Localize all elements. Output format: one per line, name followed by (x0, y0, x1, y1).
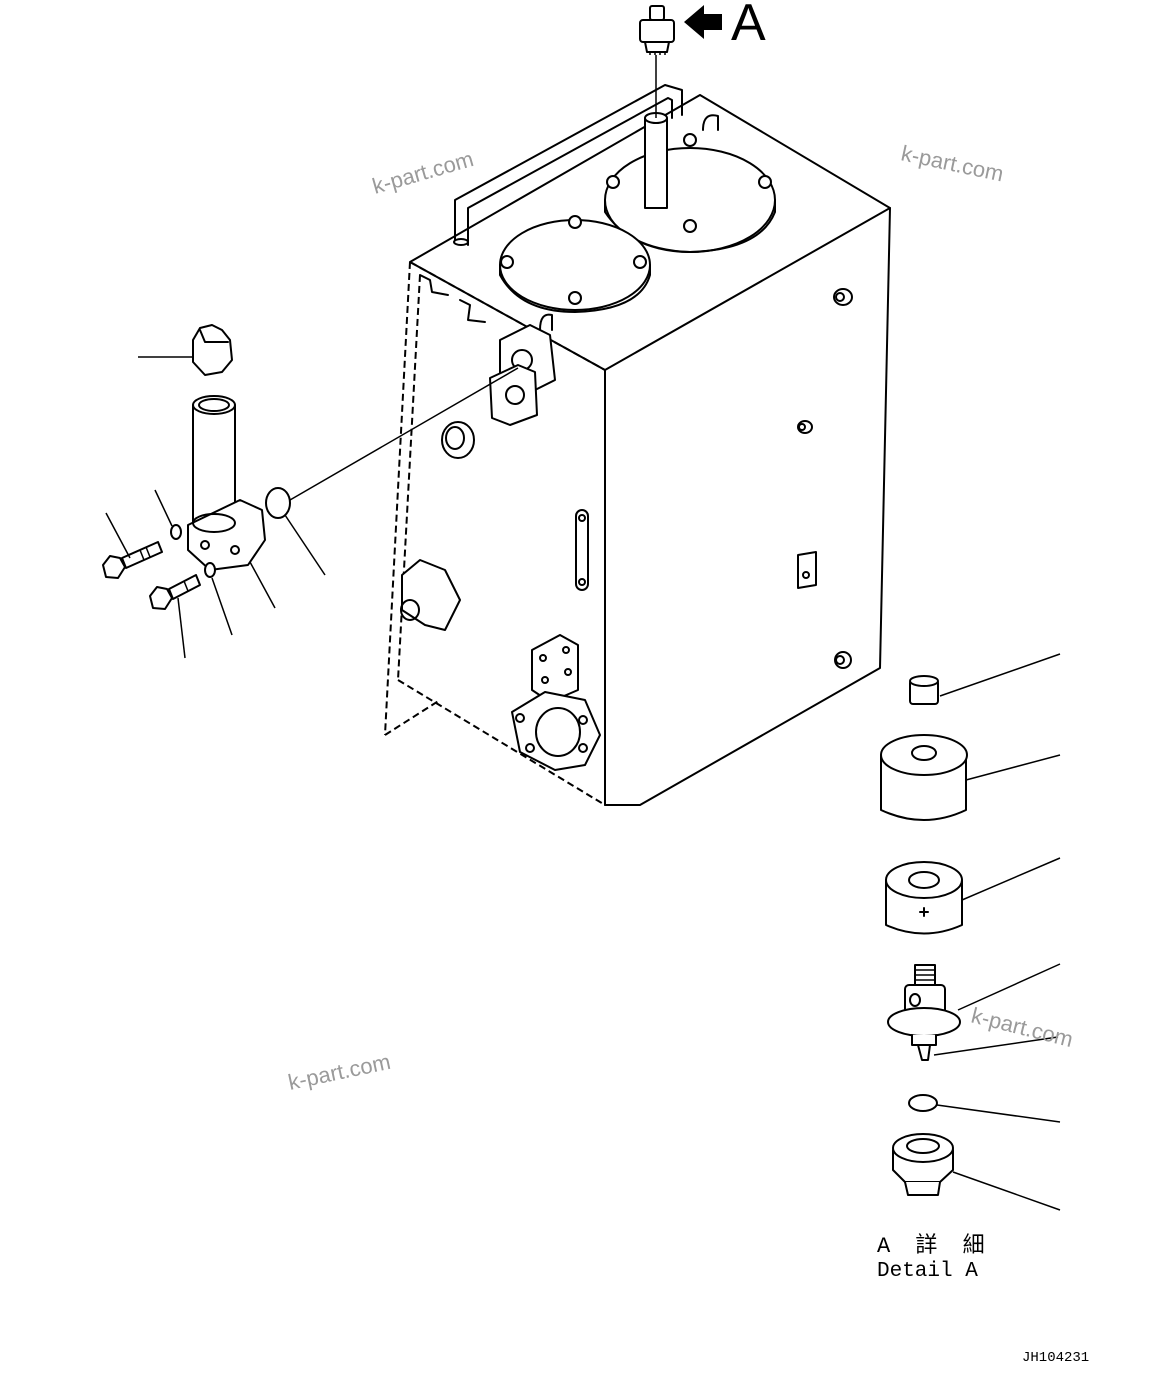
view-arrow-label: A (731, 0, 766, 52)
breather-part (639, 5, 675, 118)
drawing-number: JH104231 (1022, 1350, 1089, 1366)
suction-pipe-assembly (102, 324, 519, 659)
detail-title-en: Detail A (877, 1260, 978, 1283)
watermark-2: k-part.com (899, 140, 1006, 186)
detail-title-jp: A 詳 細 (877, 1233, 991, 1259)
watermark-4: k-part.com (969, 1003, 1076, 1052)
watermark-3: k-part.com (286, 1049, 393, 1095)
hydraulic-tank (384, 84, 891, 806)
watermark-1: k-part.com (369, 146, 476, 199)
detail-a-parts (880, 653, 1061, 1211)
view-arrow: A (684, 0, 766, 52)
